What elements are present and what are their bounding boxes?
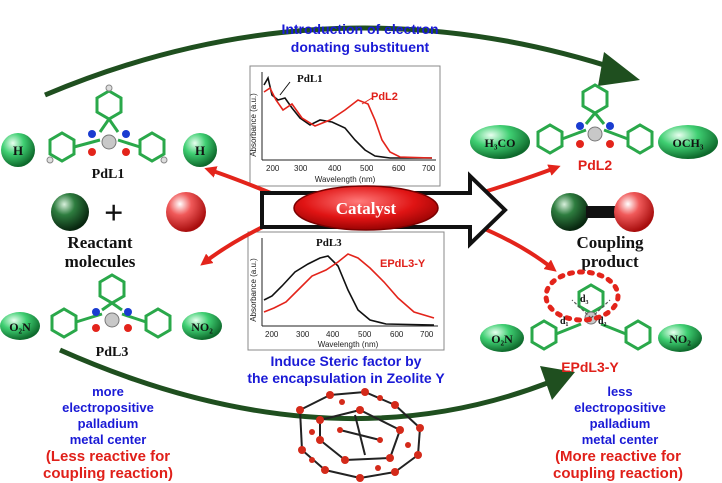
product-label-line1: Coupling [576,233,644,252]
spectrum2-label-epdl3y: EPdL3-Y [380,258,426,270]
catalyst-ellipse [293,185,439,231]
right-desc-line1: less [607,384,632,399]
epdl3y-molecule [480,283,702,352]
left-desc-line3: palladium [78,416,139,431]
pdl3-name: PdL3 [96,345,129,360]
pdl3-left-no2-sphere [0,312,40,340]
pdl2-left-och3-label: H₃CO [485,136,516,150]
spectrum1-curve-pdl2 [263,86,433,159]
spectrum1-label-pdl2: PdL2 [371,91,398,103]
epdl3y-right-no2-sphere [658,324,702,352]
spectrum2-curve-pdl3 [263,255,435,326]
bottom-curved-arrowhead [540,366,575,400]
top-curved-arrow [44,25,621,98]
d1-label: d₁ [560,316,569,327]
epdl3y-name: EPdL3-Y [561,359,619,375]
reactant-label-line2: molecules [65,252,136,271]
pdl3-right-no2-label: NO₂ [191,320,213,334]
left-desc-line1: more [92,384,124,399]
epdl3y-left-no2-sphere [480,324,524,352]
product-label-line2: product [581,252,639,271]
spectrum2-tick-700: 700 [420,330,434,339]
spectrum1-ylabel: Absorbance (a.u.) [249,93,258,157]
spectrum2-tick-600: 600 [390,330,404,339]
right-desc-line2: electropositive [574,400,666,415]
epdl3y-right-no2-label: NO₂ [669,332,691,346]
catalyst-label: Catalyst [336,199,397,218]
top-caption-line1: Introduction of electron [281,21,438,37]
pdl2-right-och3-label: OCH₃ [673,136,704,150]
left-desc-line4: metal center [70,432,147,447]
pdl1-left-h-label: H [13,143,23,158]
spectrum2-ylabel: Absorbance (a.u.) [249,258,258,322]
pdl1-right-h-label: H [195,143,205,158]
pdl3-left-no2-label: O₂N [9,320,31,334]
spectrum1-label-pdl1: PdL1 [297,73,323,85]
product-red-sphere [614,192,654,232]
spectrum2-label-pdl3: PdL3 [316,237,342,249]
zeolite-cage [299,391,421,479]
zeolite-atoms [296,388,424,482]
spectrum1-tick-300: 300 [294,164,308,173]
left-reactivity-line1: (Less reactive for [46,448,170,465]
left-desc-line2: electropositive [62,400,154,415]
right-reactivity-line1: (More reactive for [555,448,681,465]
reactant-red-sphere [166,192,206,232]
steric-dashed-circle [543,269,621,323]
left-reactivity-line2: coupling reaction) [43,465,173,482]
plus-sign: + [104,195,123,232]
spectrum1-tick-200: 200 [266,164,280,173]
pdl2-left-och3-sphere [470,125,530,159]
right-desc-line3: palladium [590,416,651,431]
product-bond [586,206,618,218]
pdl3-right-no2-sphere [182,312,222,340]
pdl2-name: PdL2 [578,157,612,173]
spectrum1-tick-600: 600 [392,164,406,173]
pdl1-name: PdL1 [92,167,125,182]
pdl3-molecule [0,273,222,340]
spectrum2-tick-500: 500 [358,330,372,339]
right-reactivity-line2: coupling reaction) [553,465,683,482]
reactant-label-line1: Reactant [67,233,132,252]
absorbance-spectrum-top: Absorbance (a.u.) 200 300 400 500 600 70… [249,65,441,187]
pdl1-molecule [1,84,217,167]
d3-label: d₃ [580,294,589,305]
pdl1-right-h-sphere [183,133,217,167]
top-curved-arrowhead [598,52,640,86]
absorbance-spectrum-bottom: Absorbance (a.u.) 200 300 400 500 600 70… [247,231,445,351]
spectrum2-curve-epdl3y [263,253,435,319]
reactant-green-sphere [51,193,89,231]
spectrum1-tick-500: 500 [360,164,374,173]
steric-caption-line2: the encapsulation in Zeolite Y [247,370,445,386]
pdl1-left-h-sphere [1,133,35,167]
spectrum1-tick-700: 700 [422,164,436,173]
pdl2-right-och3-sphere [658,125,718,159]
spectrum2-xlabel: Wavelength (nm) [318,340,379,349]
pdl2-molecule [470,83,718,159]
steric-caption-line1: Induce Steric factor by [271,353,422,369]
right-desc-line4: metal center [582,432,659,447]
spectrum2-tick-300: 300 [296,330,310,339]
spectrum1-tick-400: 400 [328,164,342,173]
top-caption-line2: donating substituent [291,39,430,55]
spectrum2-tick-400: 400 [326,330,340,339]
product-green-sphere [551,193,589,231]
spectrum2-tick-200: 200 [265,330,279,339]
d2-label: d₂ [598,316,607,327]
epdl3y-left-no2-label: O₂N [491,332,513,346]
spectrum1-xlabel: Wavelength (nm) [315,175,376,184]
